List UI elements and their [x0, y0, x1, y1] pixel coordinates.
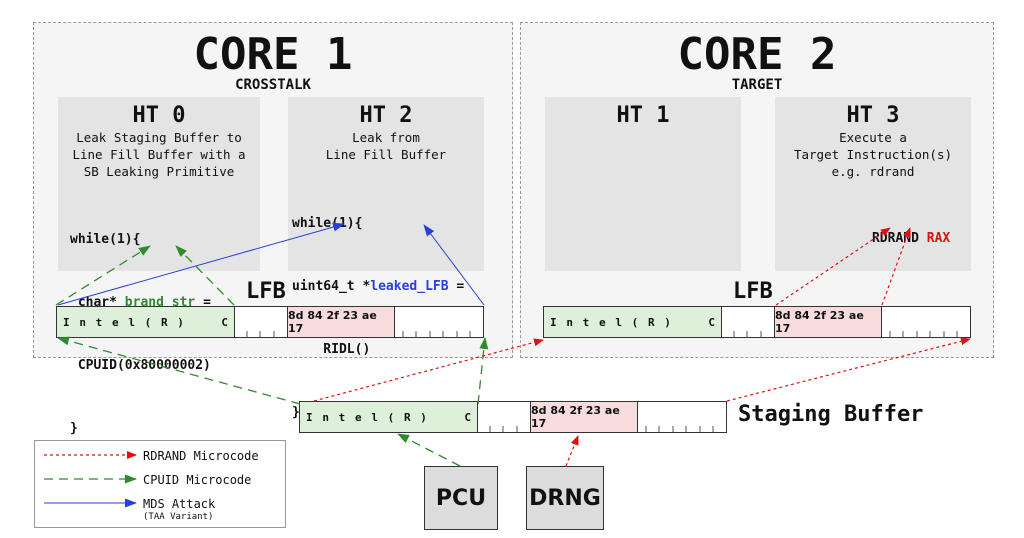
- staging-buffer-label: Staging Buffer: [738, 402, 924, 427]
- buffer-char: t: [582, 315, 590, 329]
- core-1-title: CORE 1: [193, 29, 353, 80]
- code-line: uint64_t *leaked_LFB =: [292, 276, 464, 297]
- ht-2-description: Leak from Line Fill Buffer: [288, 129, 484, 163]
- register-rax: RAX: [926, 231, 951, 246]
- ht-1-title: HT 1: [616, 103, 670, 128]
- buffer-char: e: [354, 410, 362, 424]
- buffer-rdrand-bytes: 8d 84 2f 23 ae 17: [288, 307, 395, 337]
- buffer-char: ): [420, 410, 427, 424]
- buffer-empty-segment: [478, 402, 531, 432]
- code-variable: leaked_LFB: [370, 279, 449, 294]
- ht-0-desc-line: Leak Staging Buffer to: [76, 130, 242, 145]
- code-line: }: [70, 421, 78, 436]
- code-text: =: [448, 279, 465, 294]
- buffer-char: n: [79, 315, 86, 329]
- buffer-char: R: [403, 410, 411, 424]
- buffer-char: I: [306, 410, 313, 424]
- buffer-char: R: [160, 315, 168, 329]
- buffer-char: e: [111, 315, 119, 329]
- mds-arrows: [57, 222, 485, 306]
- drng-block: DRNG: [526, 466, 604, 530]
- legend-rdrand-label: RDRAND Microcode: [143, 449, 259, 463]
- code-line: CPUID(0x80000002): [70, 358, 211, 373]
- ht-0-title: HT 0: [132, 103, 186, 128]
- ht-2-title: HT 2: [359, 103, 413, 128]
- ht-0-desc-line: Line Fill Buffer with a: [72, 147, 246, 162]
- buffer-char: e: [598, 315, 606, 329]
- ht-3-box: HT 3 Execute a Target Instruction(s) e.g…: [775, 97, 971, 271]
- core-2-subtitle: TARGET: [731, 77, 783, 93]
- ht-2-desc-line: Leak from: [352, 130, 420, 145]
- ht-3-description: Execute a Target Instruction(s) e.g. rdr…: [775, 129, 971, 180]
- buffer-char: I: [550, 315, 557, 329]
- buffer-empty-segment: [722, 307, 775, 337]
- core-2-panel: CORE 2 TARGET HT 1 HT 3 Execute a Target…: [520, 22, 994, 358]
- code-text: =: [195, 295, 211, 310]
- code-line: while(1){: [70, 232, 141, 247]
- code-line: }: [292, 405, 300, 420]
- ht-3-desc-line: Execute a: [839, 130, 907, 145]
- buffer-char: C: [221, 315, 228, 329]
- buffer-char: t: [338, 410, 346, 424]
- buffer-char: t: [95, 315, 103, 329]
- lfb-label-core-2: LFB: [733, 279, 773, 304]
- buffer-char: l: [128, 315, 135, 329]
- buffer-char: ): [664, 315, 671, 329]
- buffer-rdrand-bytes: 8d 84 2f 23 ae 17: [531, 402, 638, 432]
- legend-cpuid-label: CPUID Microcode: [143, 473, 252, 487]
- legend-lines: [44, 451, 137, 508]
- buffer-char: ): [177, 315, 184, 329]
- ht-3-title: HT 3: [846, 103, 900, 128]
- legend-mds-label: MDS Attack: [143, 497, 216, 511]
- buffer-char: n: [322, 410, 329, 424]
- ht-1-box: HT 1: [545, 97, 741, 271]
- buffer-rdrand-bytes: 8d 84 2f 23 ae 17: [775, 307, 882, 337]
- ht-2-box: HT 2 Leak from Line Fill Buffer while(1)…: [288, 97, 484, 420]
- buffer-char: C: [464, 410, 471, 424]
- buffer-char: I: [63, 315, 70, 329]
- buffer-empty-segment: [235, 307, 288, 337]
- lfb-label-core-1: LFB: [246, 279, 286, 304]
- buffer-ticks: [246, 331, 958, 432]
- buffer-char: l: [615, 315, 622, 329]
- ht-2-code: while(1){ uint64_t *leaked_LFB = RIDL() …: [292, 171, 464, 465]
- buffer-char: n: [566, 315, 573, 329]
- buffer-char: (: [631, 315, 639, 329]
- buffer-char: (: [387, 410, 395, 424]
- ht-0-desc-line: SB Leaking Primitive: [83, 164, 235, 179]
- buffer-char: l: [371, 410, 378, 424]
- core-2-title: CORE 2: [677, 29, 837, 80]
- rdrand-arrows: [313, 227, 971, 467]
- buffer-char: (: [144, 315, 152, 329]
- ht-2-desc-line: Line Fill Buffer: [325, 147, 447, 162]
- ht-3-desc-line: e.g. rdrand: [831, 164, 915, 179]
- ht-0-description: Leak Staging Buffer to Line Fill Buffer …: [58, 129, 260, 180]
- pcu-block: PCU: [424, 466, 498, 530]
- buffer-char: C: [708, 315, 715, 329]
- ht-3-desc-line: Target Instruction(s): [793, 147, 953, 162]
- cpuid-arrows: [55, 245, 489, 467]
- legend-mds-sublabel: (TAA Variant): [143, 512, 214, 522]
- code-text: uint64_t *: [292, 279, 371, 294]
- buffer-char: R: [647, 315, 655, 329]
- code-line: RIDL(): [292, 342, 371, 357]
- core-1-subtitle: CROSSTALK: [235, 77, 311, 93]
